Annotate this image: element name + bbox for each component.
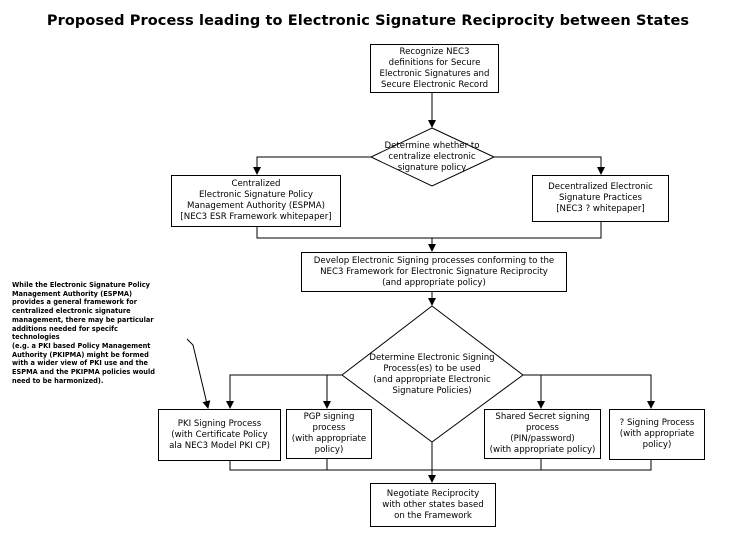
pki-box: PKI Signing Process (with Certificate Po…: [158, 409, 281, 461]
recognize-box: Recognize NEC3 definitions for Secure El…: [370, 44, 499, 93]
merge-bottom: [229, 459, 652, 471]
recognize-text: Recognize NEC3 definitions for Secure El…: [379, 46, 490, 90]
shared-secret-text: Shared Secret signing process (PIN/passw…: [489, 412, 596, 455]
decision-diamond-process: [341, 305, 524, 443]
decentralized-text: Decentralized Electronic Signature Pract…: [548, 182, 653, 214]
arrow-decision-to-centralized: [253, 156, 371, 175]
note-pointer: [186, 338, 211, 409]
merge-centralized: [256, 221, 602, 239]
pgp-box: PGP signing process (with appropriate po…: [286, 409, 372, 459]
decentralized-box: Decentralized Electronic Signature Pract…: [532, 175, 669, 222]
diagram-title: Proposed Process leading to Electronic S…: [46, 13, 690, 29]
decision-process-text: Determine Electronic Signing Process(es)…: [369, 353, 495, 396]
pki-text: PKI Signing Process (with Certificate Po…: [169, 418, 270, 451]
arrow-decision-to-decentralized: [494, 156, 605, 175]
centralized-box: Centralized Electronic Signature Policy …: [171, 175, 341, 227]
other-process-text: ? Signing Process (with appropriate poli…: [619, 418, 695, 450]
decision-diamond-centralize: [369, 127, 496, 187]
decision-centralize-text: Determine whether to centralize electron…: [384, 141, 480, 173]
centralized-text: Centralized Electronic Signature Policy …: [180, 179, 332, 222]
branch-left: [226, 374, 373, 409]
develop-box: Develop Electronic Signing processes con…: [301, 252, 567, 292]
side-note: While the Electronic Signature Policy Ma…: [12, 281, 155, 385]
pgp-text: PGP signing process (with appropriate po…: [291, 412, 367, 455]
develop-text: Develop Electronic Signing processes con…: [313, 255, 555, 288]
negotiate-text: Negotiate Reciprocity with other states …: [382, 488, 484, 521]
negotiate-box: Negotiate Reciprocity with other states …: [370, 483, 496, 527]
shared-secret-box: Shared Secret signing process (PIN/passw…: [484, 409, 601, 459]
other-process-box: ? Signing Process (with appropriate poli…: [609, 409, 705, 460]
branch-right: [491, 374, 655, 409]
